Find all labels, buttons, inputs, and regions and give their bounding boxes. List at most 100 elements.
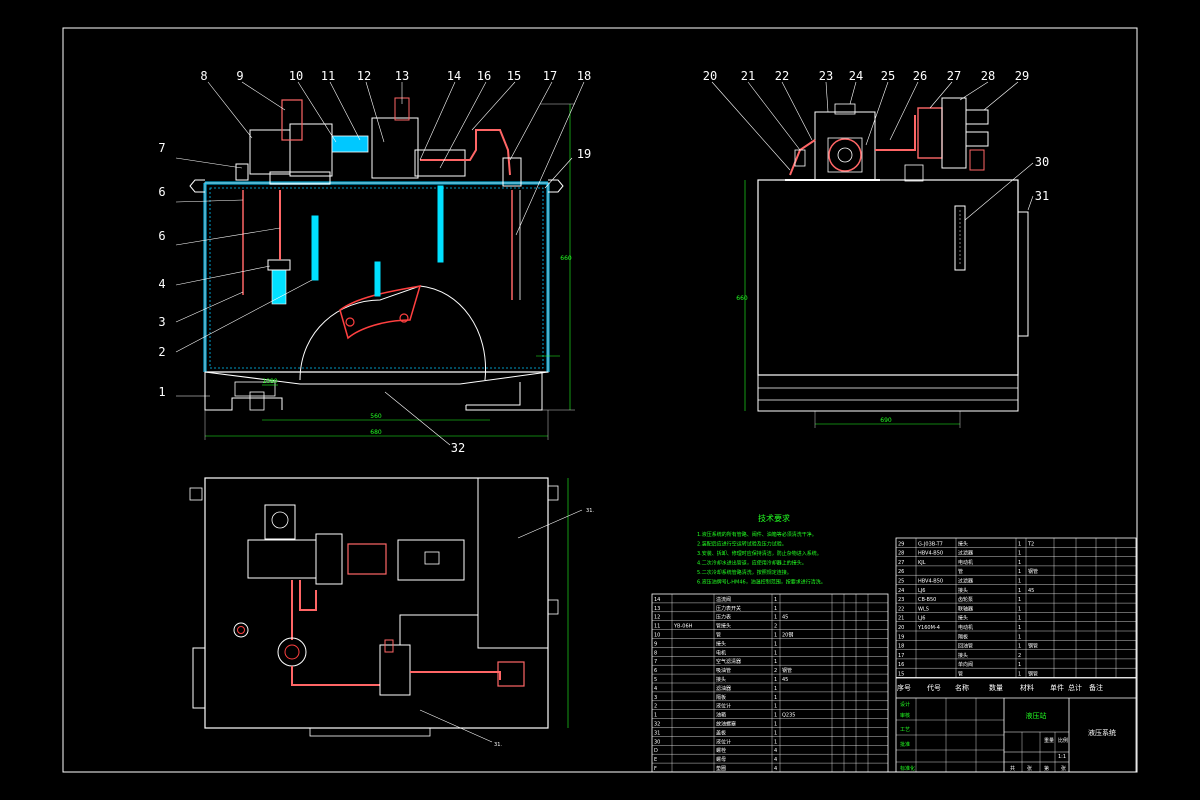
bom-cell: F <box>654 766 657 772</box>
bom-cell: 24 <box>898 588 904 594</box>
bom-cell: 隔板 <box>716 694 726 701</box>
dimension-label: 1080 <box>262 378 277 385</box>
bom-cell: HBV4-B50 <box>918 551 943 557</box>
bom-cell: 12 <box>654 615 660 621</box>
bom-cell: 压力表 <box>716 614 731 621</box>
bom-cell: 电动机 <box>958 559 973 566</box>
bom-cell: 1 <box>1018 672 1021 678</box>
part-number-label: 22 <box>775 69 789 83</box>
bom-cell: 滤油器 <box>716 685 731 692</box>
bom-cell: 1 <box>774 722 777 728</box>
bom-cell: WLS <box>918 606 929 612</box>
part-number-label: 31. <box>586 508 594 514</box>
bom-cell: 放油螺塞 <box>716 721 736 728</box>
bom-cell: 22 <box>898 606 904 612</box>
part-number-label: 29 <box>1015 69 1029 83</box>
bom-cell: 1 <box>1018 597 1021 603</box>
tech-requirement-line: 4.二次冷却水进出管道，应使用冷却器上的接头。 <box>697 560 807 567</box>
bom-cell: 钢管 <box>1028 643 1038 650</box>
dimension-label: 690 <box>880 417 892 424</box>
bom-cell: 14 <box>654 597 660 603</box>
scale-value: 1:1 <box>1058 754 1066 760</box>
bom-cell: 1 <box>774 606 777 612</box>
title-block-header: 序号 <box>897 683 911 692</box>
unit-name: 液压站 <box>1026 711 1047 720</box>
part-number-label: 17 <box>543 69 557 83</box>
bom-cell: 20钢 <box>782 632 793 639</box>
dimension-label: 660 <box>560 255 572 262</box>
bom-cell: Q235 <box>782 713 795 719</box>
part-number-label: 13 <box>395 69 409 83</box>
bom-cell: 单向阀 <box>958 661 973 668</box>
role-label: 设计 <box>900 701 910 708</box>
bom-cell: D <box>654 748 658 754</box>
bom-cell: 32 <box>654 722 660 728</box>
bom-cell: 13 <box>654 606 660 612</box>
part-number-label: 14 <box>447 69 461 83</box>
bom-cell: 4 <box>654 686 657 692</box>
role-label: 审核 <box>900 712 910 719</box>
bom-cell: 17 <box>898 653 904 659</box>
bom-cell: 5 <box>654 677 657 683</box>
bom-cell: 2 <box>1018 653 1021 659</box>
bom-cell: 接头 <box>716 676 726 683</box>
part-number-label: 24 <box>849 69 863 83</box>
bom-cell: 螺母 <box>716 756 726 763</box>
bom-cell: 液位计 <box>716 738 731 745</box>
sheet-label: 共 <box>1010 765 1015 772</box>
bom-cell: 螺栓 <box>716 747 726 754</box>
bom-cell: 油箱 <box>716 712 726 719</box>
bom-cell: T2 <box>1027 541 1034 547</box>
bom-cell: 管 <box>716 632 721 639</box>
bom-cell: 25 <box>898 579 904 585</box>
bom-cell: 1 <box>1018 560 1021 566</box>
bom-cell: 钢管 <box>1028 568 1038 575</box>
title-block-header: 名称 <box>955 683 969 692</box>
bom-cell: 电动机 <box>958 624 973 631</box>
bom-cell: 1 <box>1018 616 1021 622</box>
bom-cell: 1 <box>1018 579 1021 585</box>
bom-cell: 1 <box>774 650 777 656</box>
sheet-label: 张 <box>1061 765 1066 772</box>
bom-cell: LJ6 <box>918 588 925 594</box>
bom-cell: 1 <box>1018 569 1021 575</box>
bom-cell: 1 <box>774 615 777 621</box>
bom-cell: 31 <box>654 730 660 736</box>
bom-cell: 1 <box>774 677 777 683</box>
title-block-header: 单件 <box>1050 683 1064 692</box>
bom-cell: 2 <box>654 704 657 710</box>
bom-cell: 20 <box>898 625 904 631</box>
bom-cell: 管 <box>958 671 963 678</box>
part-number-label: 2 <box>158 345 165 359</box>
bom-cell: E <box>654 757 657 763</box>
bom-cell: 钢管 <box>1028 671 1038 678</box>
title-block: 序号代号名称数量材料单件总计备注 液压站 液压系统 重量 比例 1:1 共张第张… <box>895 677 1137 773</box>
part-number-label: 4 <box>158 277 165 291</box>
part-number-label: 19 <box>577 147 591 161</box>
bom-cell: 垫圈 <box>716 765 726 772</box>
bom-cell: 钢管 <box>782 667 792 674</box>
bom-cell: 2 <box>774 668 777 674</box>
title-block-header: 代号 <box>927 683 941 692</box>
part-number-label: 27 <box>947 69 961 83</box>
bom-cell: 1 <box>774 633 777 639</box>
bom-cell: 1 <box>774 659 777 665</box>
bom-cell: 隔板 <box>958 633 968 640</box>
bom-cell: 过滤器 <box>958 550 973 557</box>
bom-cell: 吸油管 <box>716 667 731 674</box>
bom-cell: 7 <box>654 659 657 665</box>
bom-cell: 过滤器 <box>958 578 973 585</box>
bom-cell: 1 <box>1018 551 1021 557</box>
part-number-label: 8 <box>200 69 207 83</box>
bom-cell: 电机 <box>716 649 726 656</box>
part-number-label: 32 <box>451 441 465 455</box>
bom-cell: 45 <box>1028 588 1034 594</box>
part-number-label: 6 <box>158 229 165 243</box>
bom-cell: 接头 <box>716 640 726 647</box>
part-number-label: 3 <box>158 315 165 329</box>
part-number-label: 25 <box>881 69 895 83</box>
bom-cell: 1 <box>774 739 777 745</box>
part-number-label: 18 <box>577 69 591 83</box>
bom-cell: 1 <box>1018 644 1021 650</box>
